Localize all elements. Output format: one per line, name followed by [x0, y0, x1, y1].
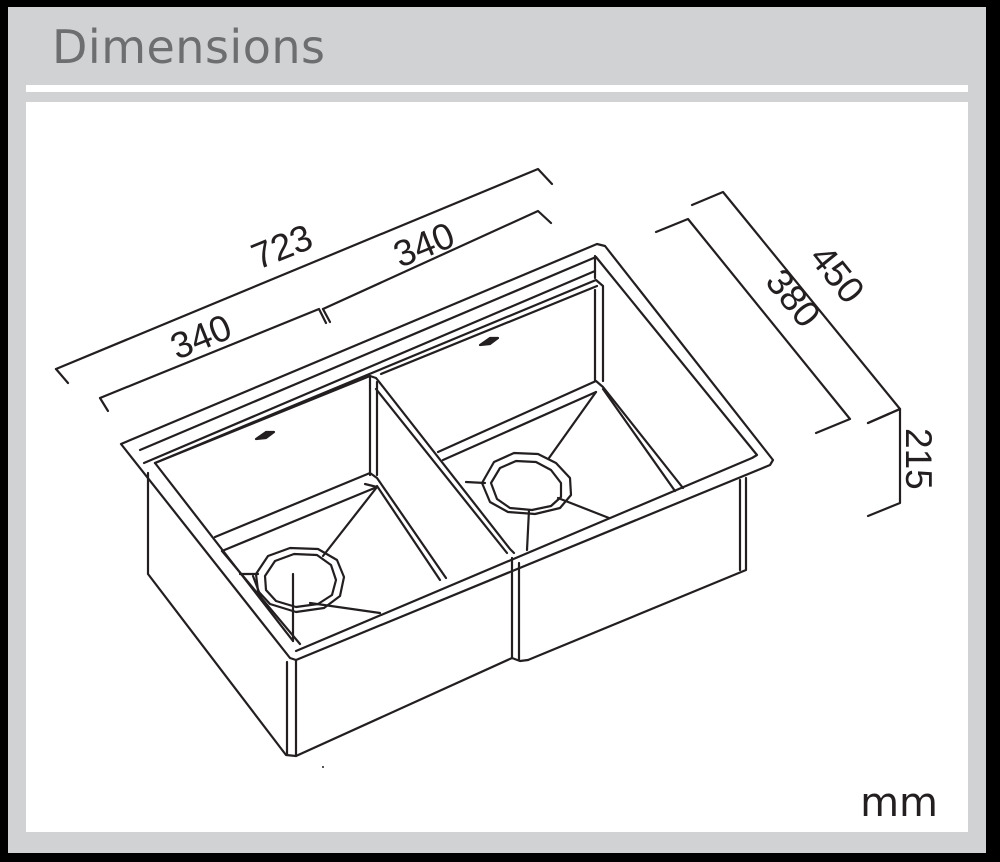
right-overflow-icon [478, 336, 500, 347]
dimension-line-380 [654, 217, 852, 435]
dimension-line-340-left [98, 307, 328, 413]
left-overflow-icon [254, 430, 276, 441]
bowl-divider [374, 381, 530, 663]
dimension-line-723 [54, 167, 554, 385]
sink-rim [119, 242, 775, 662]
page-title: Dimensions [52, 20, 326, 74]
label-overall-width: 723 [246, 216, 319, 277]
dimensions-panel: Dimensions [8, 7, 986, 853]
unit-label: mm [860, 780, 938, 826]
right-bowl [379, 284, 748, 662]
left-bowl [146, 374, 514, 758]
header-divider [26, 85, 968, 92]
label-height: 215 [898, 428, 939, 490]
label-left-bowl-width: 340 [165, 306, 238, 367]
left-drain-icon [254, 546, 346, 614]
drawing-area: 723 340 340 450 380 215 mm [26, 102, 968, 832]
dimension-line-215 [866, 407, 902, 518]
dimension-line-340-right [321, 209, 553, 324]
label-right-bowl-width: 340 [388, 214, 461, 275]
right-drain-icon [480, 451, 573, 516]
